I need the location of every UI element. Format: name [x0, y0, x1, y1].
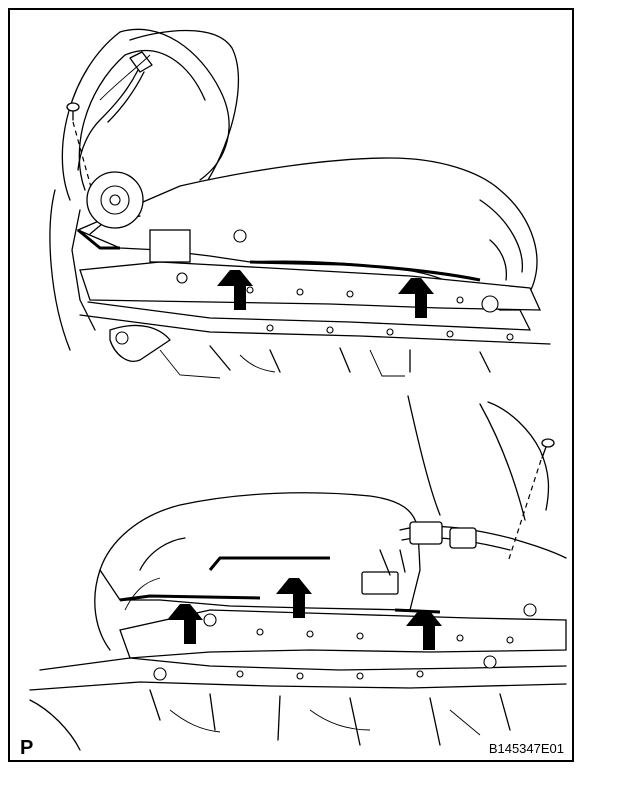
seat-cushion-removal-diagram [29, 28, 567, 751]
top-arrow-right [398, 278, 434, 318]
illustration-frame: P B145347E01 [8, 8, 574, 762]
top-view [49, 28, 551, 379]
bottom-wire-harness [361, 521, 567, 595]
bottom-arrow-left [167, 604, 203, 644]
bottom-seat-frame [29, 603, 567, 751]
top-recliner-mechanism [49, 171, 144, 351]
top-seat-cushion-pad [76, 157, 538, 311]
bottom-arrow-middle [276, 578, 312, 618]
corner-label: P [20, 737, 34, 759]
bottom-arrow-right [406, 610, 442, 650]
bottom-seatback [407, 395, 550, 521]
bottom-clip [507, 438, 555, 563]
top-seatback [61, 28, 240, 201]
top-harness-connector [77, 51, 153, 171]
bottom-arrows [167, 578, 442, 650]
top-arrows [217, 270, 434, 318]
top-arrow-left [217, 270, 253, 310]
top-seat-frame [79, 229, 551, 379]
bottom-view [29, 395, 567, 751]
figure-code: B145347E01 [488, 741, 564, 756]
bottom-seat-cushion-pad [94, 492, 441, 651]
